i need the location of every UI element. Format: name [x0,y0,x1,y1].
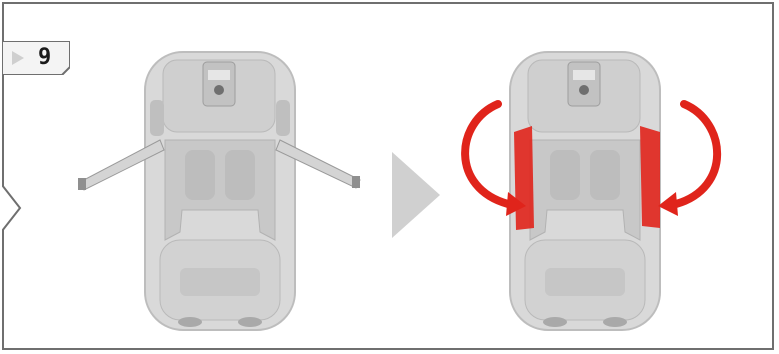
car-doors-open [78,52,360,330]
big-gray-arrow-icon [392,152,440,238]
left-door-highlight [514,126,534,230]
car-doors-closed [510,52,660,330]
right-door-highlight [640,126,660,228]
curved-red-arrow-icon-right [658,104,717,216]
